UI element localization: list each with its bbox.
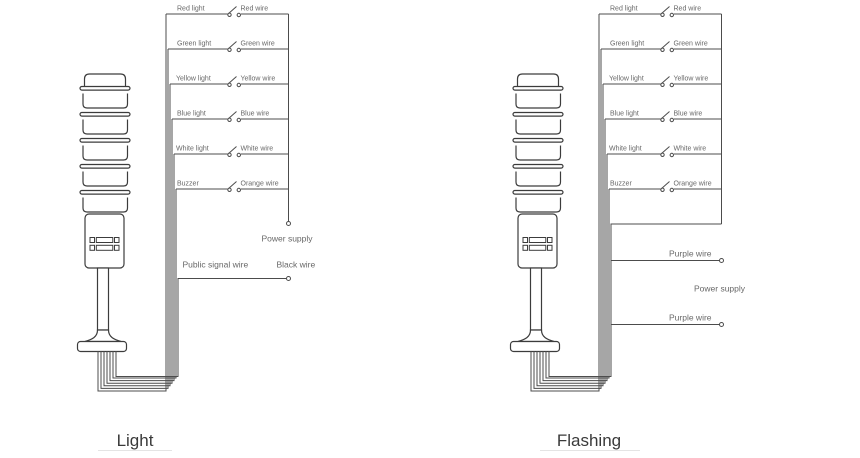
light-label: Red light [610, 6, 638, 13]
wire-label: Orange wire [674, 181, 712, 188]
row-yellow: Yellow light Yellow wire [603, 76, 722, 88]
light-label: Buzzer [610, 181, 632, 188]
light-label: Yellow light [609, 76, 644, 83]
row-buzzer: Buzzer Orange wire [176, 181, 289, 193]
wire-label: Red wire [674, 6, 702, 13]
row-blue: Blue light Blue wire [172, 111, 289, 123]
light-label: Blue light [610, 111, 639, 118]
diagram-flashing: Red light Red wire Green light Green wir… [509, 6, 746, 392]
row-blue: Blue light Blue wire [605, 111, 722, 123]
row-green: Green light Green wire [168, 41, 289, 53]
caption-light: Light [117, 431, 154, 450]
power-supply-terminal [286, 221, 291, 226]
wire-label: Blue wire [674, 111, 703, 118]
purple-wire-top-label: Purple wire [669, 249, 712, 259]
signal-tower [76, 73, 131, 353]
row-white: White light White wire [607, 146, 722, 158]
return-wire [548, 223, 722, 377]
light-label: Green light [177, 41, 211, 48]
public-signal-wire-label: Public signal wire [183, 260, 249, 270]
light-label: Yellow light [176, 76, 211, 83]
row-red: Red light Red wire [599, 6, 722, 18]
black-wire-terminal [286, 276, 291, 281]
wire-label: Red wire [241, 6, 269, 13]
public-signal-wire [115, 278, 287, 377]
light-label: Buzzer [177, 181, 199, 188]
light-label: White light [609, 146, 642, 153]
signal-tower [509, 73, 564, 353]
wire-label: Green wire [241, 41, 275, 48]
diagram-light: Red light Red wire Green light Green wir… [76, 6, 316, 392]
purple-wire-bottom-label: Purple wire [669, 313, 712, 323]
light-label: Green light [610, 41, 644, 48]
light-label: Red light [177, 6, 205, 13]
power-supply-label: Power supply [261, 234, 313, 244]
wire-label: Orange wire [241, 181, 279, 188]
wire-label: Yellow wire [241, 76, 276, 83]
wire-label: White wire [241, 146, 274, 153]
row-red: Red light Red wire [166, 6, 289, 18]
caption-flashing: Flashing [557, 431, 621, 450]
wire-label: Blue wire [241, 111, 270, 118]
wire-bundle [97, 14, 287, 392]
wire-label: Yellow wire [674, 76, 709, 83]
row-white: White light White wire [174, 146, 289, 158]
purple-wire-bottom-terminal [719, 322, 724, 327]
row-buzzer: Buzzer Orange wire [609, 181, 722, 193]
wire-label: Green wire [674, 41, 708, 48]
wire-label: White wire [674, 146, 707, 153]
wire-bundle [530, 14, 722, 392]
light-label: Blue light [177, 111, 206, 118]
power-supply-label: Power supply [694, 284, 746, 294]
row-yellow: Yellow light Yellow wire [170, 76, 289, 88]
row-green: Green light Green wire [601, 41, 722, 53]
black-wire-label: Black wire [277, 260, 316, 270]
light-label: White light [176, 146, 209, 153]
purple-wire-top-terminal [719, 258, 724, 263]
